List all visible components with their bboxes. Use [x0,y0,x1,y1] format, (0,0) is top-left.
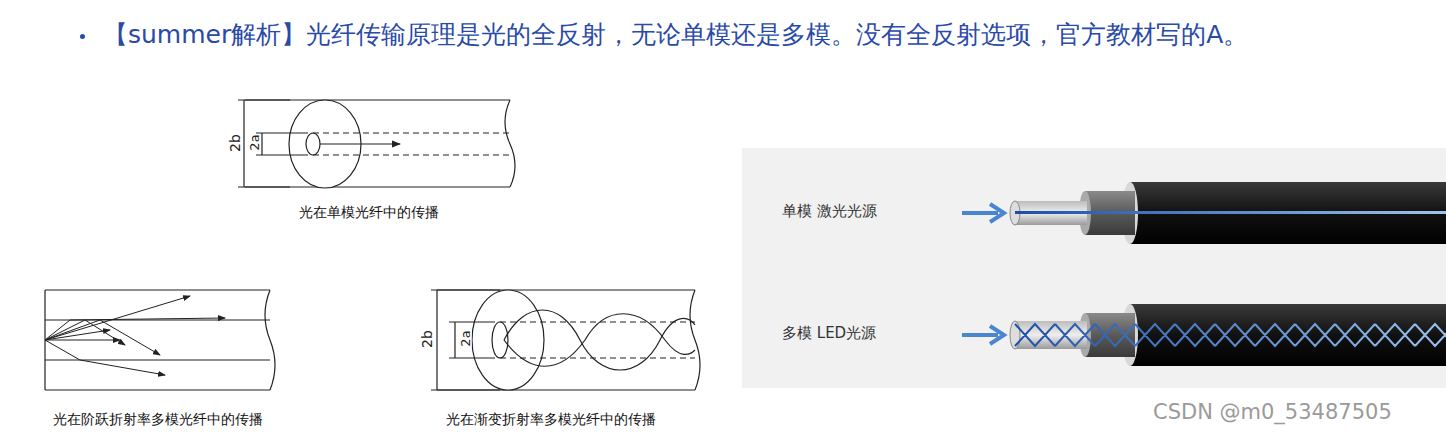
dimension-label: 2a [459,331,472,347]
figure-caption: 光在阶跃折射率多模光纤中的传播 [53,411,263,428]
header-note: 【summer解析】光纤传输原理是光的全反射，无论单模还是多模。没有全反射选项，… [103,20,1248,50]
dimension-label: 2a [248,135,261,151]
figure-caption: 光在单模光纤中的传播 [299,204,439,221]
photo-label: 多模 LED光源 [782,324,876,342]
photo-label: 单模 激光光源 [782,202,877,220]
dimension-label: 2b [420,330,434,348]
watermark: CSDN @m0_53487505 [1153,400,1392,425]
bullet-dot [80,34,85,39]
figure-caption: 光在渐变折射率多模光纤中的传播 [446,411,656,428]
dimension-label: 2b [228,134,242,152]
